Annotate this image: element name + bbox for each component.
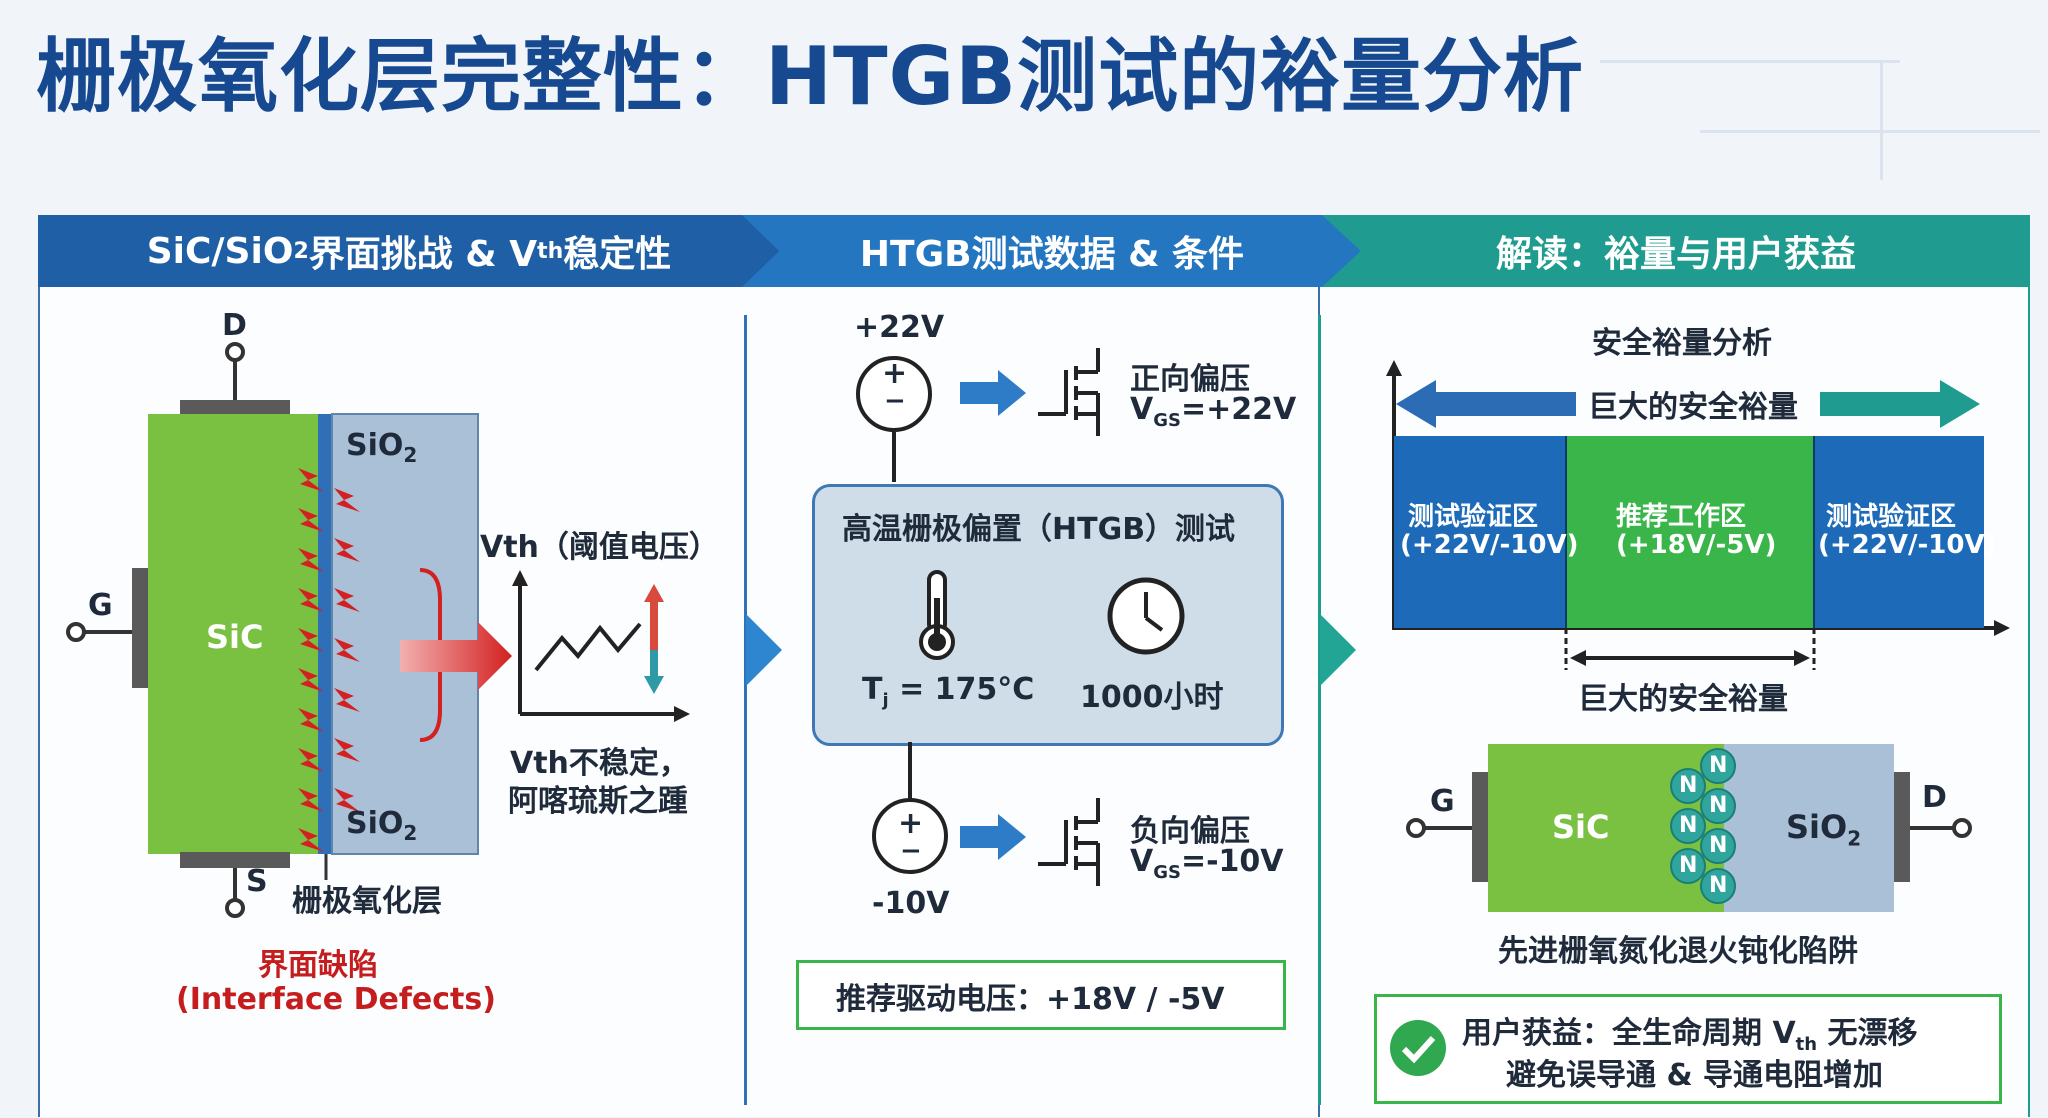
gate-oxide-label: 栅极氧化层 — [292, 884, 442, 919]
nitrogen-label: N — [1679, 853, 1698, 878]
sic-label-2: SiC — [1552, 808, 1610, 846]
sio2-label-2: SiO2 — [1786, 808, 1862, 851]
divider-1 — [744, 315, 747, 1105]
vth-note-1: Vth不稳定， — [510, 746, 689, 781]
terminal-d2-label: D — [1922, 780, 1947, 815]
zone-right-label-1: 测试验证区 — [1826, 502, 1957, 532]
sic-label: SiC — [206, 618, 264, 656]
pos-bias-label: 正向偏压 — [1130, 362, 1250, 397]
terminal-g2-label: G — [1430, 784, 1455, 819]
sio2-top-label: SiO2 — [346, 428, 418, 467]
zone-left — [1394, 436, 1580, 628]
bg-line — [1880, 60, 1883, 180]
passivation-label: 先进栅氧氮化退火钝化陷阱 — [1498, 934, 1858, 969]
mosfet-cross-section — [66, 342, 512, 918]
pos-minus: − — [884, 386, 906, 416]
interface-defects-cn: 界面缺陷 — [258, 948, 378, 983]
margin-top-label: 巨大的安全裕量 — [1576, 382, 1810, 426]
pos-voltage-label: +22V — [854, 310, 945, 345]
sio2-region-2 — [1724, 744, 1894, 912]
zone-right — [1814, 436, 1984, 628]
mosfet-icon — [1038, 348, 1100, 436]
sio2-bottom-label: SiO2 — [346, 806, 418, 845]
pos-source-icon — [856, 356, 932, 482]
panel-2-header: HTGB测试数据 & 条件 — [742, 215, 1362, 287]
zone-mid-label-1: 推荐工作区 — [1616, 502, 1747, 532]
gate-node — [66, 622, 86, 642]
vth-label: Vth（阈值电压） — [480, 530, 719, 565]
blue-arrow-icon — [960, 370, 1026, 416]
neg-source-icon — [872, 742, 948, 874]
mosfet-icon — [1038, 798, 1100, 886]
margin-chart-title: 安全裕量分析 — [1592, 326, 1772, 361]
neg-minus: − — [900, 836, 922, 866]
nitrogen-label: N — [1679, 813, 1698, 838]
zone-mid-label-2: (+18V/-5V) — [1616, 530, 1777, 560]
pos-plus: + — [882, 356, 908, 391]
nitrogen-label: N — [1709, 793, 1728, 818]
terminal-g-label: G — [88, 588, 113, 623]
drain-node — [225, 342, 245, 362]
margin-bottom-label: 巨大的安全裕量 — [1578, 682, 1788, 717]
terminal-s-label: S — [246, 864, 268, 899]
drain-contact — [180, 400, 290, 416]
page-title: 栅极氧化层完整性：HTGB测试的裕量分析 — [36, 30, 1585, 123]
neg-voltage-label: -10V — [872, 886, 950, 921]
source-contact — [180, 852, 290, 868]
nitrogen-label: N — [1709, 873, 1728, 898]
nitrogen-label: N — [1679, 773, 1698, 798]
divider-arrow-2 — [1320, 614, 1356, 686]
duration-label: 1000小时 — [1080, 680, 1224, 715]
tj-label: Tj = 175°C — [862, 672, 1035, 711]
check-icon — [1390, 1020, 1446, 1076]
blue-arrow-icon — [960, 814, 1026, 860]
zone-left-label-1: 测试验证区 — [1408, 502, 1539, 532]
terminal-d-label: D — [222, 308, 247, 343]
defect-bolt-icon — [298, 468, 360, 852]
recommend-box — [796, 960, 1286, 1030]
divider-2 — [1318, 315, 1321, 1105]
nitridation-diagram — [1406, 744, 1972, 912]
nitrogen-label: N — [1709, 833, 1728, 858]
vth-note-2: 阿喀琉斯之踵 — [508, 784, 688, 819]
nitrogen-label: N — [1709, 753, 1728, 778]
bg-line — [1600, 60, 1900, 63]
zone-mid — [1566, 436, 1814, 628]
source-node — [225, 898, 245, 918]
gate-oxide-layer — [318, 414, 332, 854]
neg-vgs-label: VGS=-10V — [1130, 844, 1284, 883]
clock-icon — [1107, 577, 1185, 655]
neg-plus: + — [898, 806, 924, 841]
pos-vgs-label: VGS=+22V — [1130, 392, 1297, 431]
neg-bias-label: 负向偏压 — [1130, 814, 1250, 849]
htgb-box-title: 高温栅极偏置（HTGB）测试 — [842, 512, 1236, 547]
zone-left-label-2: (+22V/-10V) — [1400, 530, 1579, 560]
bg-line — [1700, 130, 2040, 133]
interface-defects-en: (Interface Defects) — [176, 982, 496, 1017]
htgb-test-box — [812, 484, 1284, 746]
recommend-label: 推荐驱动电压：+18V / -5V — [836, 982, 1225, 1017]
panel-3-header: 解读：裕量与用户获益 — [1322, 215, 2030, 287]
sio2-region — [331, 413, 479, 855]
zone-right-label-2: (+22V/-10V) — [1818, 530, 1997, 560]
gate-contact — [132, 568, 148, 688]
margin-chart — [1386, 360, 2010, 670]
vth-waveform-icon — [512, 570, 690, 722]
thermometer-icon — [919, 570, 955, 660]
divider-arrow-1 — [746, 614, 782, 686]
red-arrow-icon — [400, 622, 512, 690]
gate-contact-2 — [1472, 772, 1488, 882]
benefit-box — [1374, 994, 2002, 1104]
benefit-line-1: 用户获益：全生命周期 Vth 无漂移 — [1462, 1016, 1918, 1055]
nitrogen-atom-icon — [1670, 748, 1736, 904]
drain-contact-2 — [1894, 772, 1910, 882]
benefit-line-2: 避免误导通 & 导通电阻增加 — [1506, 1058, 1884, 1093]
